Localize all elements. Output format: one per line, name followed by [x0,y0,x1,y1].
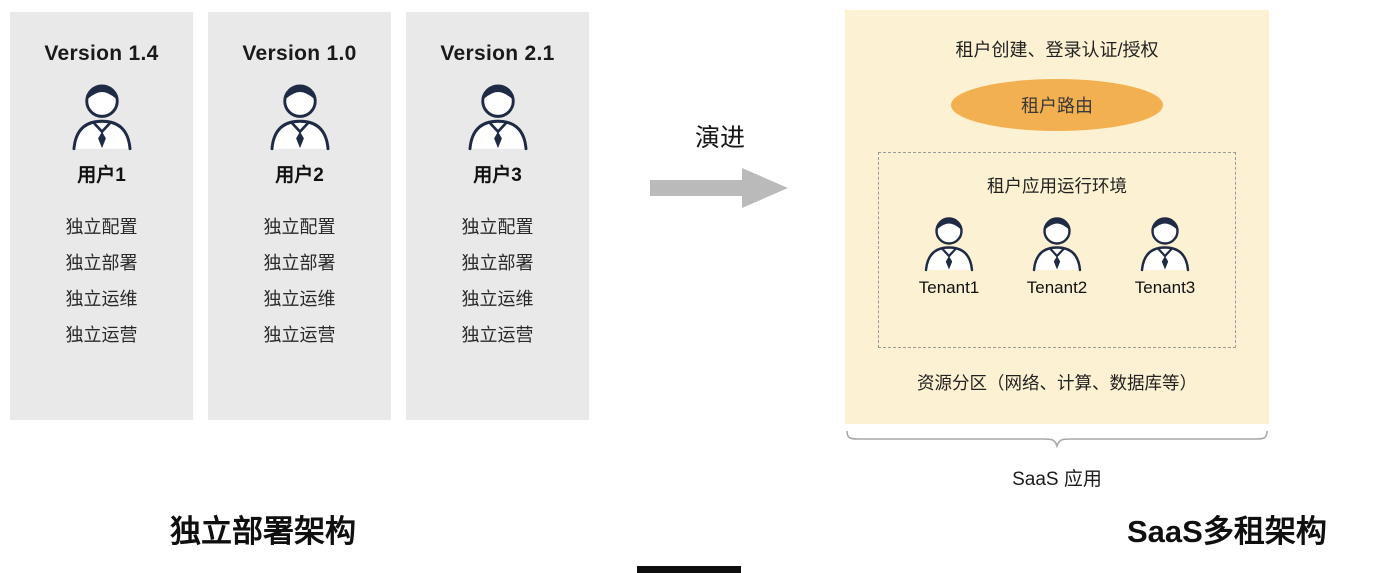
tenant-person-icon [1025,212,1089,276]
runtime-label: 租户应用运行环境 [987,176,1127,196]
user-label: 用户2 [275,165,324,186]
tenant-label: Tenant2 [1026,278,1088,297]
user-label: 用户1 [77,165,126,186]
version-label: Version 1.0 [242,42,357,65]
tenant-2: Tenant2 [1025,212,1089,298]
feature-item: 独立运维 [461,289,534,309]
evolution-label: 演进 [694,124,745,152]
feature-list: 独立配置 独立部署 独立运维 独立运营 [208,209,391,353]
tenant-label: Tenant3 [1134,278,1196,297]
tenant-1: Tenant1 [917,212,981,298]
feature-list: 独立配置 独立部署 独立运维 独立运营 [10,209,193,353]
user-person-icon [459,78,537,156]
user-person-icon [261,78,339,156]
resource-partition-label: 资源分区（网络、计算、数据库等） [917,373,1197,393]
tenant-3: Tenant3 [1133,212,1197,298]
user-label: 用户3 [473,165,522,186]
tenant-person-icon [917,212,981,276]
tenant-router-ellipse: 租户路由 [951,79,1163,131]
feature-item: 独立运维 [65,289,138,309]
feature-item: 独立运营 [461,325,534,345]
progress-bar-artifact [637,566,741,573]
evolution-arrow-group: 演进 [648,118,792,215]
deployment-column-1: Version 1.4 用户1 独立配置 独立部署 独立运维 独立运营 [10,12,193,420]
feature-item: 独立运营 [263,325,336,345]
feature-item: 独立部署 [461,253,534,273]
feature-list: 独立配置 独立部署 独立运维 独立运营 [406,209,589,353]
feature-item: 独立配置 [263,217,336,237]
curly-brace-icon [845,430,1269,449]
right-architecture-title: SaaS多租架构 [1127,514,1327,549]
feature-item: 独立运营 [65,325,138,345]
deployment-column-3: Version 2.1 用户3 独立配置 独立部署 独立运维 独立运营 [406,12,589,420]
left-architecture-title: 独立部署架构 [170,514,356,549]
feature-item: 独立配置 [65,217,138,237]
version-label: Version 2.1 [440,42,555,65]
user-person-icon [63,78,141,156]
deployment-column-2: Version 1.0 用户2 独立配置 独立部署 独立运维 独立运营 [208,12,391,420]
version-label: Version 1.4 [44,42,159,65]
saas-architecture-box: 租户创建、登录认证/授权 租户路由 租户应用运行环境 Tenant1 Tenan… [845,10,1269,424]
tenant-runtime-box: 租户应用运行环境 Tenant1 Tenant2 Tenant3 [878,152,1236,348]
feature-item: 独立配置 [461,217,534,237]
right-arrow-icon [650,168,788,208]
saas-app-caption: SaaS 应用 [1012,469,1102,490]
feature-item: 独立部署 [263,253,336,273]
feature-item: 独立运维 [263,289,336,309]
tenant-person-icon [1133,212,1197,276]
tenant-auth-label: 租户创建、登录认证/授权 [955,40,1159,60]
tenant-label: Tenant1 [918,278,980,297]
feature-item: 独立部署 [65,253,138,273]
tenant-row: Tenant1 Tenant2 Tenant3 [879,212,1235,298]
